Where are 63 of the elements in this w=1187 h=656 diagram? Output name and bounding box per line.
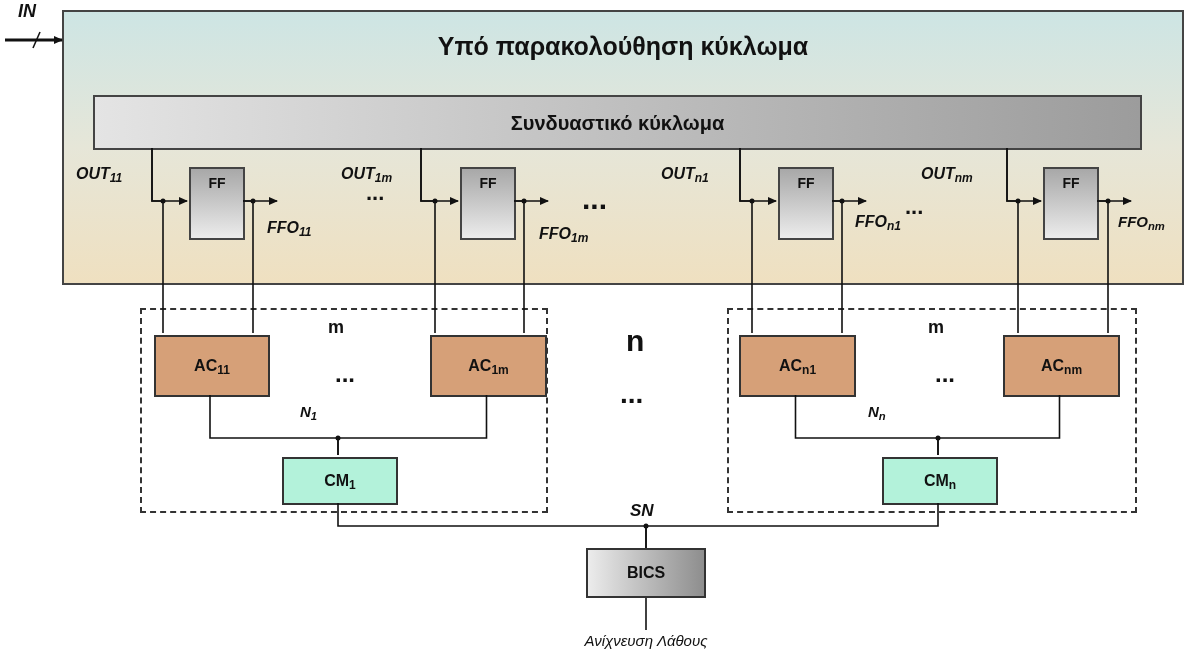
node-label: AC$_{1m}$	[468, 356, 509, 378]
flip-flop-box	[1043, 167, 1099, 240]
current-monitor-box	[282, 457, 398, 505]
node-label: CM$_{n}$	[923, 471, 957, 493]
wire	[831, 200, 843, 334]
wire	[1096, 200, 1109, 334]
wire	[242, 200, 254, 334]
node-label: BICS	[626, 563, 666, 583]
current-monitor-box	[882, 457, 998, 505]
wire	[513, 200, 525, 334]
edge-label: FFO$_{n1}$	[855, 214, 901, 230]
checker-box	[430, 335, 547, 397]
node-label: AC$_{n1}$	[778, 356, 817, 378]
edge-label: OUT$_{nm}$	[921, 166, 973, 182]
sensor-box	[586, 548, 706, 598]
wire	[1006, 147, 1019, 334]
flip-flop-box	[778, 167, 834, 240]
node-label: FF	[479, 174, 497, 193]
wire	[937, 394, 1061, 456]
diagram-label: m	[928, 318, 944, 336]
flip-flop-box	[189, 167, 245, 240]
wire	[337, 394, 488, 456]
node-label: FF	[208, 174, 226, 193]
diagram-label: ...	[335, 362, 355, 386]
wire	[420, 147, 436, 334]
dashed-group-box	[727, 308, 1137, 513]
edge-label: FFO$_{nm}$	[1118, 214, 1165, 229]
node-label: Συνδυαστικό κύκλωμα	[510, 110, 725, 136]
output-text: Ανίχνευση Λάθους	[584, 630, 708, 651]
node-label: FF	[797, 174, 815, 193]
edge-label: OUT$_{1m}$	[341, 166, 393, 182]
diagram-label: n	[626, 326, 645, 356]
dashed-group-box	[140, 308, 548, 513]
diagram-label: ...	[905, 196, 924, 218]
wire	[151, 147, 164, 334]
checker-box	[154, 335, 270, 397]
wire	[645, 597, 647, 631]
diagram-label: ...	[935, 362, 955, 386]
circuit-under-test-box	[62, 10, 1184, 285]
diagram-label: ...	[366, 182, 385, 204]
edge-label: FFO$_{1m}$	[539, 226, 589, 242]
edge-label: OUT$_{11}$	[76, 166, 123, 182]
edge-label: IN	[18, 2, 36, 20]
input-arrow	[5, 36, 63, 44]
node-label: FF	[1062, 174, 1080, 193]
node-label: AC$_{11}$	[194, 356, 230, 378]
diagram-label: ...	[582, 184, 607, 214]
edge-label: FFO$_{11}$	[267, 220, 312, 236]
node-title: Υπό παρακολούθηση κύκλωμα	[437, 31, 809, 62]
wire	[645, 502, 939, 549]
wire	[739, 147, 753, 334]
node-label: CM$_{1}$	[324, 471, 356, 493]
flip-flop-box	[460, 167, 516, 240]
checker-box	[739, 335, 856, 397]
diagram-label: m	[328, 318, 344, 336]
edge-label: N$_{1}$	[300, 404, 318, 419]
edge-label: OUT$_{n1}$	[661, 166, 709, 182]
diagram-label: ...	[620, 380, 644, 408]
checker-box	[1003, 335, 1120, 397]
edge-label: N$_{n}$	[868, 404, 886, 419]
combinational-circuit-bar	[93, 95, 1142, 150]
edge-label: SN	[630, 502, 654, 519]
node-label: AC$_{nm}$	[1040, 356, 1083, 378]
